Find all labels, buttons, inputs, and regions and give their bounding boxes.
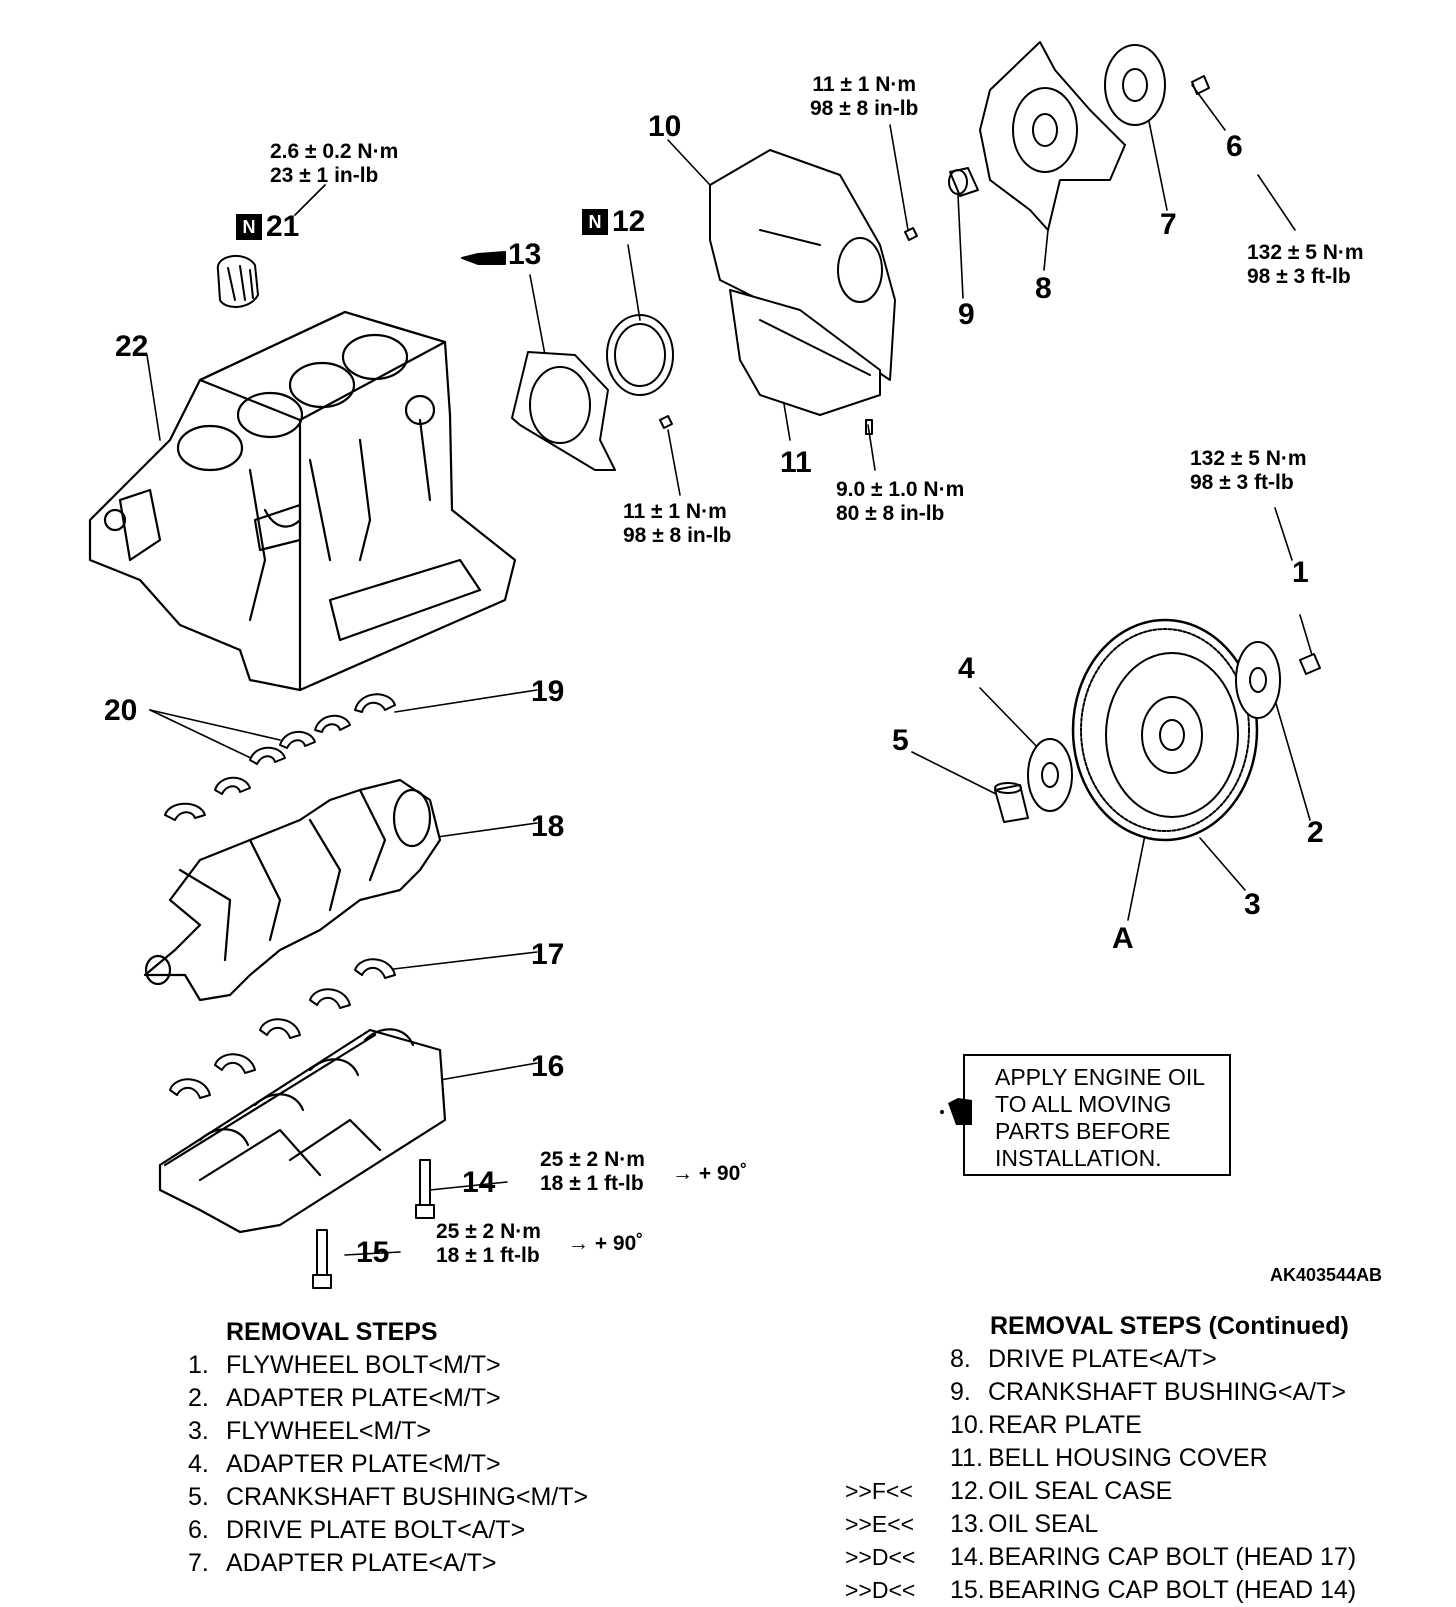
step-row: 3.FLYWHEEL<M/T> bbox=[188, 1417, 432, 1445]
oil-note-line-3: PARTS BEFORE bbox=[995, 1118, 1171, 1144]
crankshaft-bushing-at bbox=[948, 167, 979, 197]
part-label-4: 4 bbox=[958, 652, 975, 685]
oil-pressure-switch bbox=[216, 255, 259, 308]
step-row: >>F<<12.OIL SEAL CASE bbox=[845, 1477, 1173, 1505]
step-row: 11.BELL HOUSING COVER bbox=[950, 1444, 1268, 1472]
bearing-cap bbox=[158, 1028, 447, 1234]
n-mark-12: N bbox=[582, 209, 608, 235]
oil-can-icon bbox=[940, 1098, 972, 1125]
removal-steps: REMOVAL STEPS 1.FLYWHEEL BOLT<M/T> 2.ADA… bbox=[188, 1316, 588, 1580]
part-label-14: 14 bbox=[462, 1166, 496, 1199]
part-label-22: 22 bbox=[115, 330, 149, 363]
bell-housing-cover bbox=[729, 289, 881, 416]
step-row: 4.ADAPTER PLATE<M/T> bbox=[188, 1450, 501, 1478]
part-label-3: 3 bbox=[1244, 888, 1261, 921]
crankshaft-bushing-mt bbox=[994, 782, 1029, 823]
part-label-15: 15 bbox=[356, 1236, 390, 1269]
step-row: 9.CRANKSHAFT BUSHING<A/T> bbox=[950, 1378, 1346, 1406]
leader-lines bbox=[146, 84, 1313, 1256]
step-row: 7.ADAPTER PLATE<A/T> bbox=[188, 1549, 497, 1577]
step-row: 10.REAR PLATE bbox=[950, 1411, 1142, 1439]
part-label-2: 2 bbox=[1307, 816, 1324, 849]
part-label-8: 8 bbox=[1035, 272, 1052, 305]
rear-plate bbox=[709, 149, 896, 381]
step-row: 6.DRIVE PLATE BOLT<A/T> bbox=[188, 1516, 526, 1544]
step-row: 8.DRIVE PLATE<A/T> bbox=[950, 1345, 1217, 1373]
part-label-19: 19 bbox=[531, 675, 565, 708]
step-row: >>E<<13.OIL SEAL bbox=[845, 1510, 1099, 1538]
sealant-tube bbox=[461, 251, 506, 265]
crankshaft bbox=[143, 778, 442, 1002]
angle-spec-14: → + 90˚ bbox=[672, 1162, 748, 1185]
oil-seal-case bbox=[511, 351, 616, 471]
oil-note-line-2: TO ALL MOVING bbox=[995, 1091, 1172, 1117]
step-row: >>D<<15.BEARING CAP BOLT (HEAD 14) bbox=[845, 1576, 1357, 1604]
oil-note-box: APPLY ENGINE OIL TO ALL MOVING PARTS BEF… bbox=[963, 1054, 1231, 1176]
upper-bearings bbox=[164, 693, 396, 821]
oil-note-line-4: INSTALLATION. bbox=[995, 1145, 1162, 1171]
step-row: 5.CRANKSHAFT BUSHING<M/T> bbox=[188, 1483, 589, 1511]
part-label-7: 7 bbox=[1160, 208, 1177, 241]
diagram-code: AK403544AB bbox=[1270, 1265, 1383, 1285]
step-row: 1.FLYWHEEL BOLT<M/T> bbox=[188, 1351, 501, 1379]
part-label-20: 20 bbox=[104, 694, 138, 727]
bearing-cap-bolts bbox=[312, 1159, 435, 1289]
angle-spec-15: → + 90˚ bbox=[568, 1232, 644, 1255]
part-label-17: 17 bbox=[531, 938, 565, 971]
part-label-11: 11 bbox=[780, 446, 812, 479]
adapter-plate-mt-4 bbox=[1027, 738, 1073, 812]
drive-plate bbox=[979, 41, 1126, 231]
removal-steps-continued-title: REMOVAL STEPS (Continued) bbox=[990, 1312, 1349, 1340]
part-label-6: 6 bbox=[1226, 130, 1243, 163]
part-label-9: 9 bbox=[958, 298, 975, 331]
removal-steps-continued: REMOVAL STEPS (Continued) 8.DRIVE PLATE<… bbox=[845, 1310, 1357, 1607]
lower-bearings bbox=[169, 958, 396, 1099]
part-label-13: 13 bbox=[508, 238, 542, 271]
part-label-16: 16 bbox=[531, 1050, 565, 1083]
step-row: >>D<<14.BEARING CAP BOLT (HEAD 17) bbox=[845, 1543, 1357, 1571]
flywheel bbox=[1071, 618, 1259, 842]
removal-steps-title: REMOVAL STEPS bbox=[226, 1318, 438, 1346]
oil-note-line-1: APPLY ENGINE OIL bbox=[995, 1064, 1206, 1090]
oil-seal bbox=[606, 314, 674, 429]
n-mark-21: N bbox=[236, 214, 262, 240]
part-label-a: A bbox=[1112, 922, 1134, 955]
cylinder-block bbox=[88, 310, 517, 692]
part-label-1: 1 bbox=[1292, 556, 1309, 589]
adapter-plate-at bbox=[1104, 44, 1166, 126]
step-row: 2.ADAPTER PLATE<M/T> bbox=[188, 1384, 501, 1412]
bolts-small bbox=[865, 75, 1321, 675]
part-label-10: 10 bbox=[648, 110, 682, 143]
part-label-5: 5 bbox=[892, 724, 909, 757]
adapter-plate-mt-2 bbox=[1235, 641, 1281, 719]
part-label-18: 18 bbox=[531, 810, 565, 843]
